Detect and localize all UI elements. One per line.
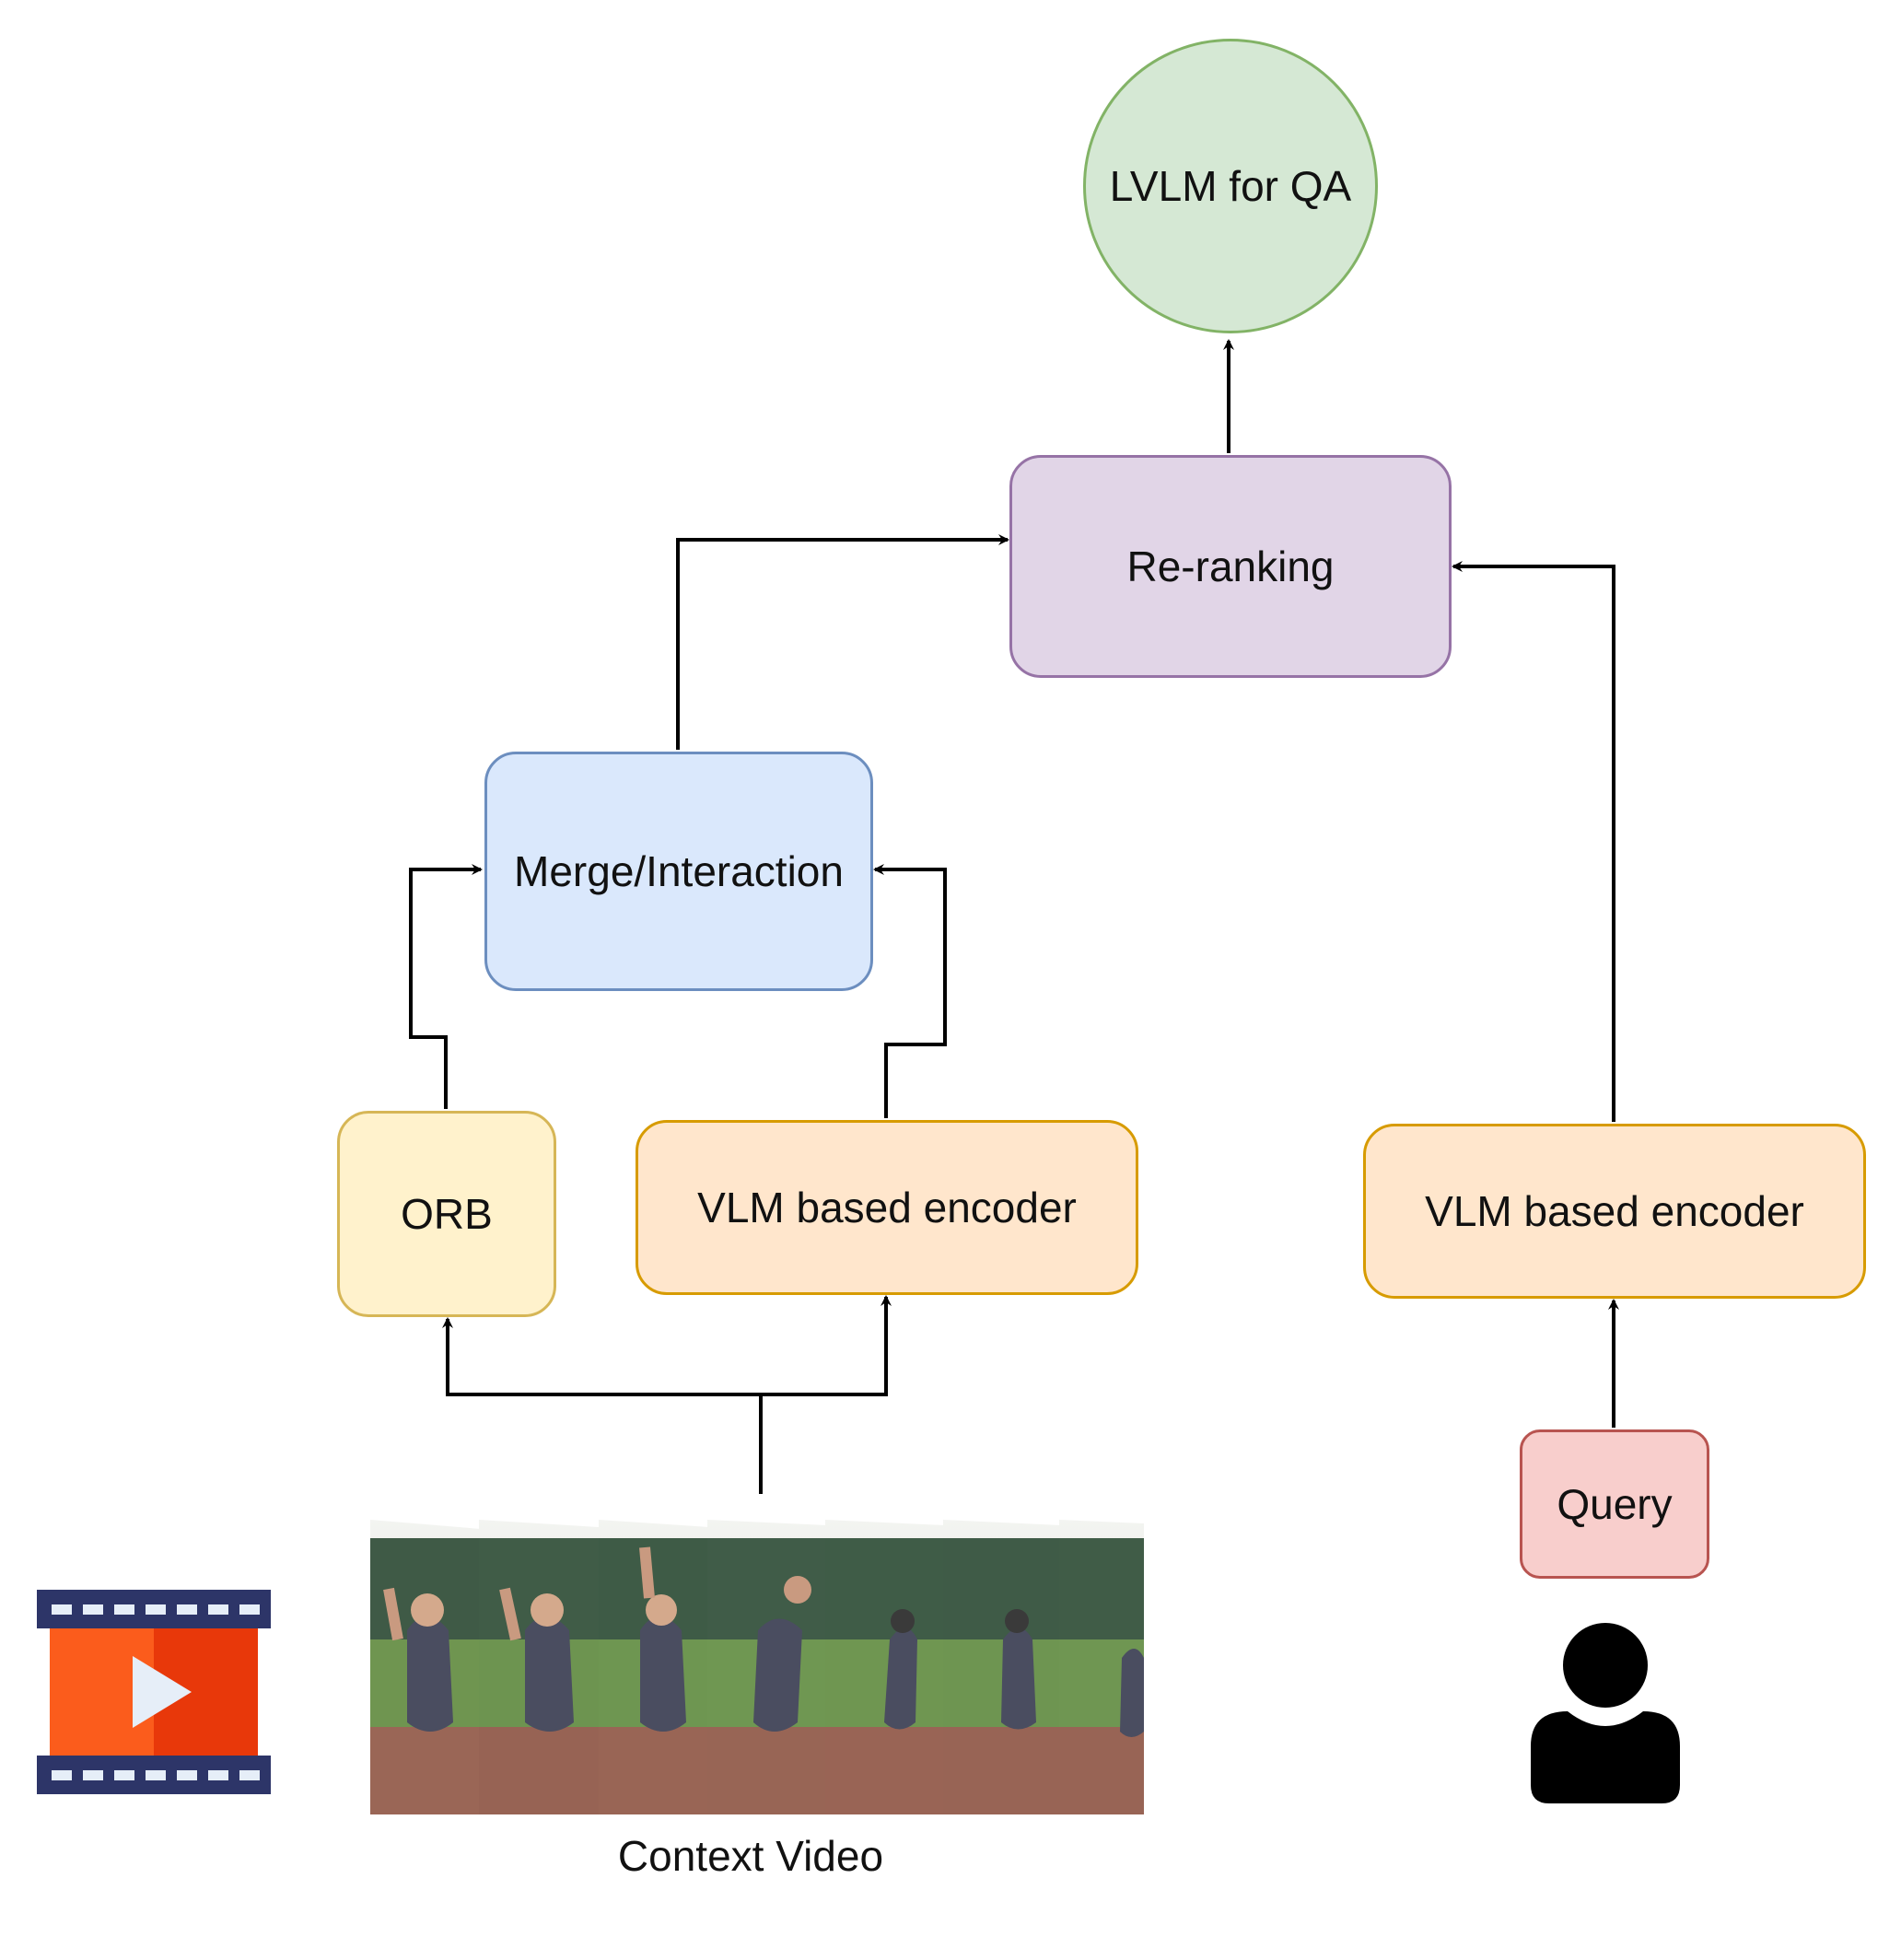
arrow-vlmleft-to-merge (873, 864, 947, 1118)
merge-node: Merge/Interaction (484, 752, 873, 991)
orb-label: ORB (401, 1190, 493, 1238)
film-strip-play-icon (37, 1590, 271, 1794)
user-icon (1531, 1623, 1680, 1803)
arrow-orb-to-merge (409, 864, 483, 1109)
frame-group (370, 1520, 1144, 1814)
vlm-encoder-left-node: VLM based encoder (636, 1120, 1138, 1295)
lvlm-label: LVLM for QA (1109, 162, 1352, 210)
video-frames-graphic (370, 1520, 1144, 1814)
merge-label: Merge/Interaction (514, 847, 844, 895)
arrow-video-to-orb (442, 1317, 761, 1396)
arrow-video-to-vlmleft (761, 1295, 892, 1396)
arrow-merge-to-rerank (676, 534, 1009, 750)
context-video-caption: Context Video (617, 1832, 884, 1880)
vlm-encoder-right-node: VLM based encoder (1363, 1124, 1866, 1299)
orb-node: ORB (337, 1111, 556, 1317)
query-node: Query (1520, 1429, 1709, 1579)
vlm-encoder-left-label: VLM based encoder (697, 1184, 1077, 1231)
lvlm-node: LVLM for QA (1083, 39, 1378, 333)
query-label: Query (1557, 1480, 1673, 1528)
rerank-node: Re-ranking (1009, 455, 1452, 678)
vlm-encoder-right-label: VLM based encoder (1425, 1187, 1804, 1235)
video-frames-strip (370, 1501, 1144, 1814)
rerank-label: Re-ranking (1126, 542, 1335, 590)
arrow-vlmright-to-rerank (1452, 561, 1615, 1122)
